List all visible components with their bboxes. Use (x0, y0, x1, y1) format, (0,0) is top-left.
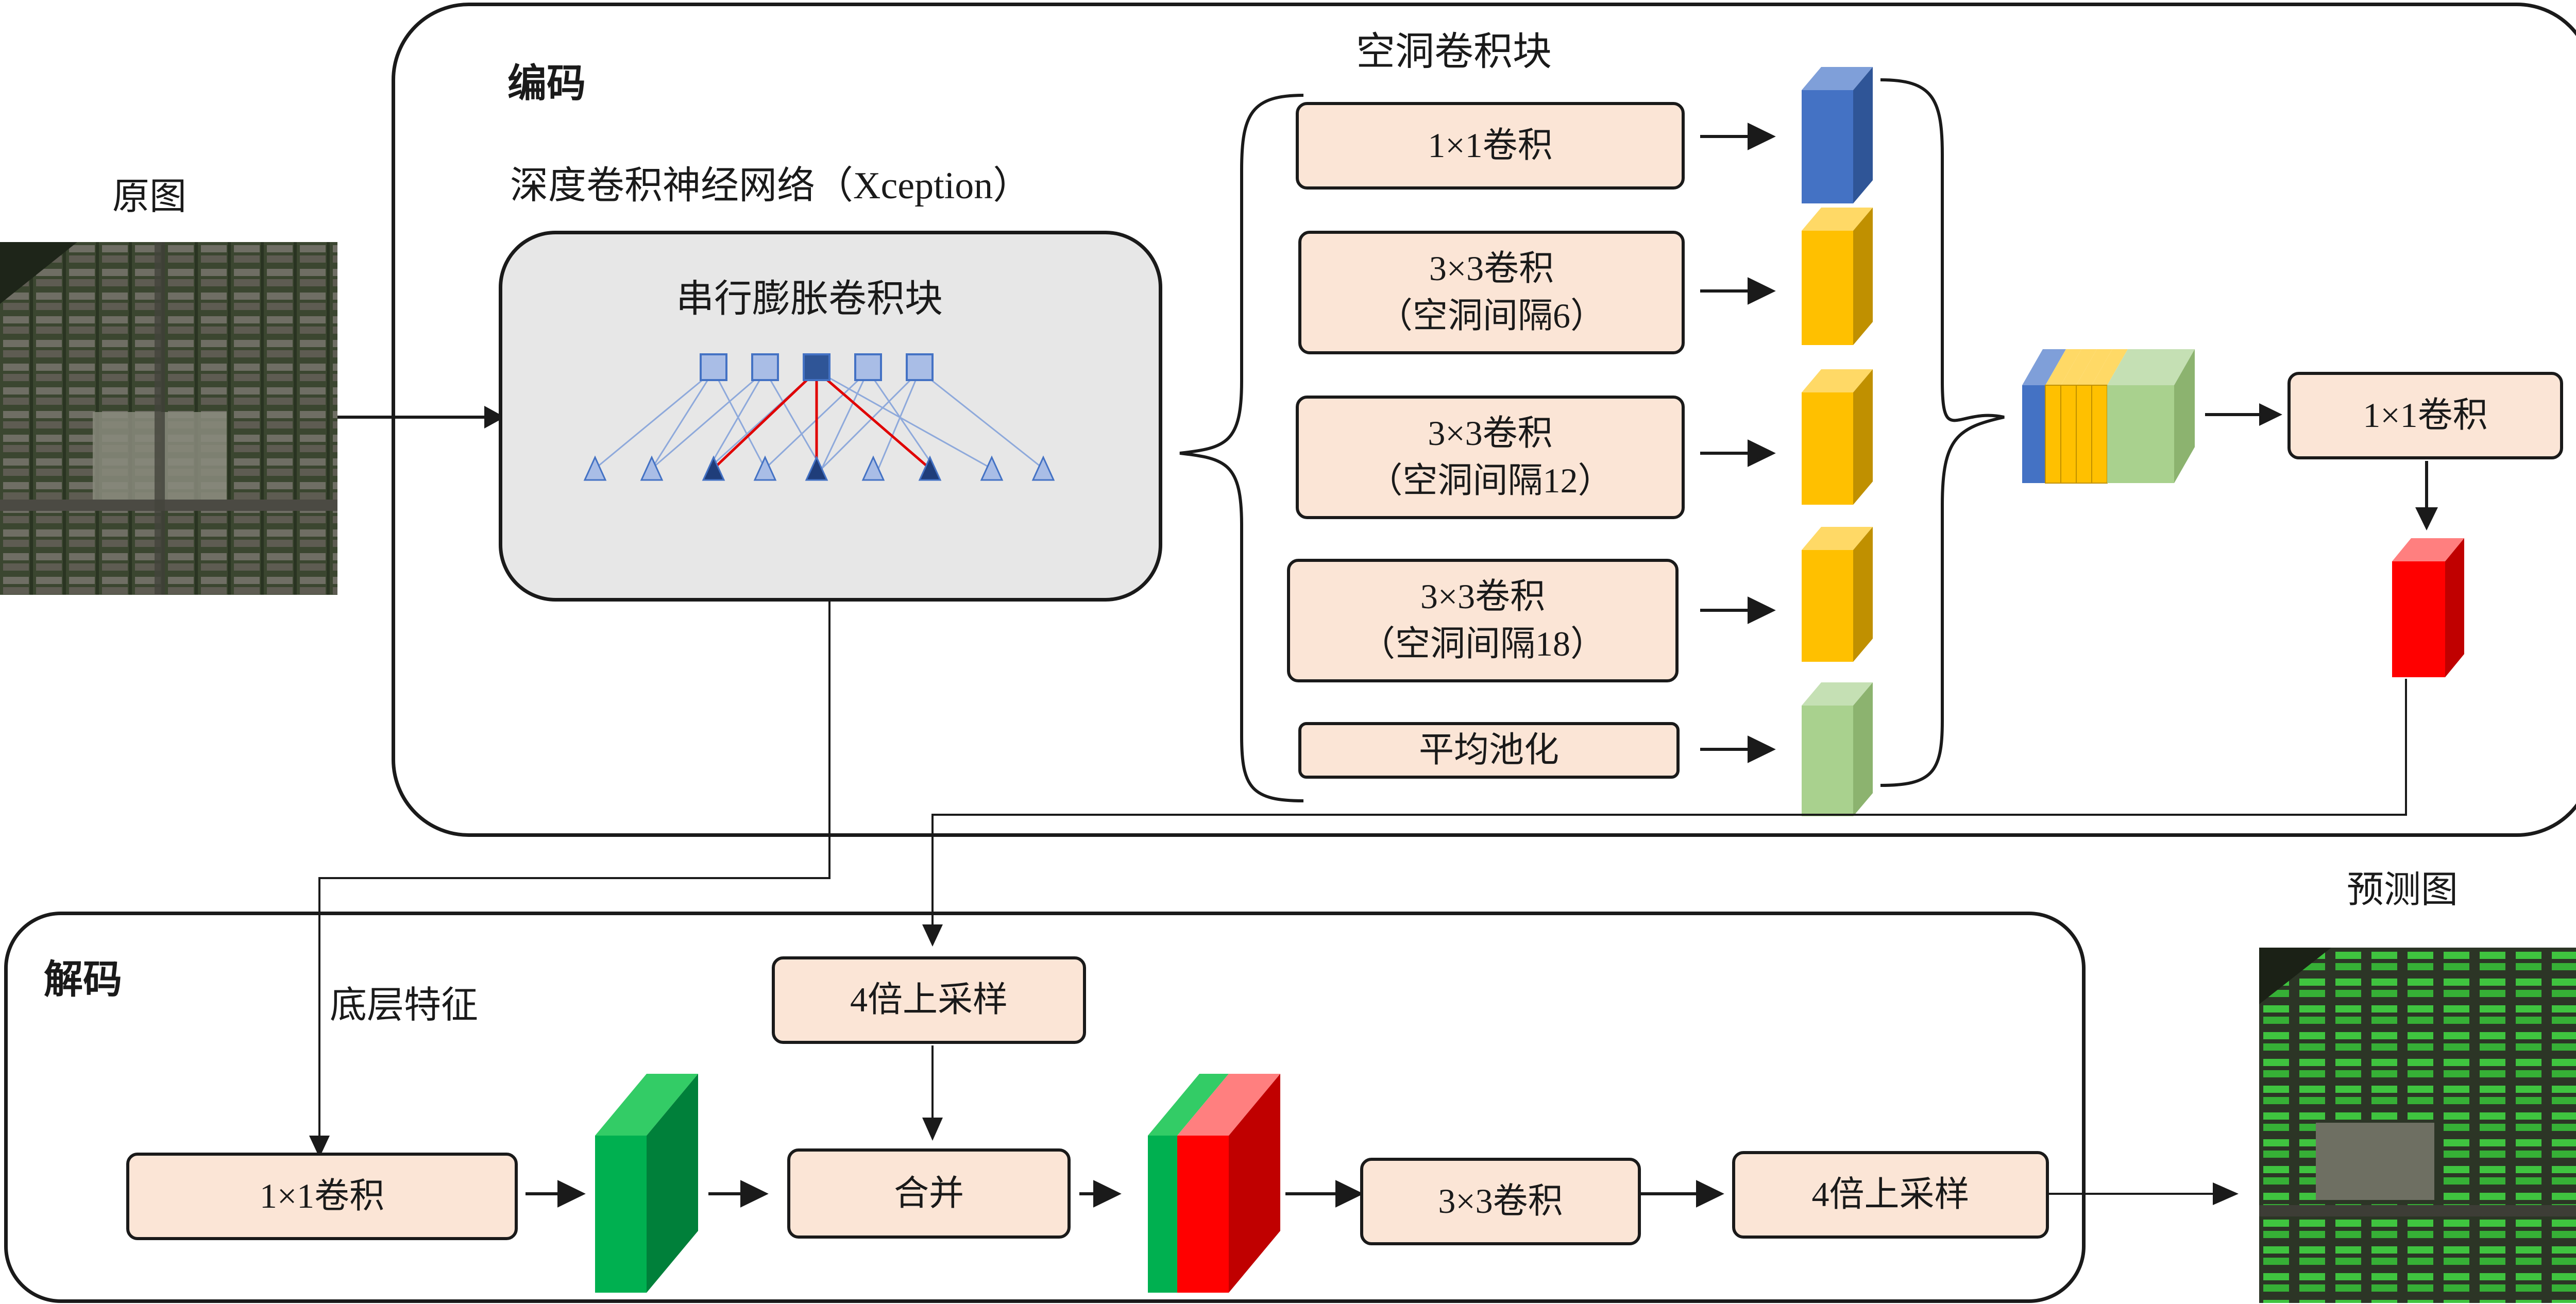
feature-blue-slab (1802, 67, 1873, 203)
concatenated-feature-stack (2022, 349, 2195, 484)
xception-box (499, 231, 1162, 602)
decoder-concat-label: 合并 (893, 1173, 964, 1213)
aspp-box-pool-line1: 平均池化 (1418, 730, 1559, 770)
encoder-conv-label: 1×1卷积 (2363, 396, 2488, 435)
decoder-upsample-label-1: 4倍上采样 (850, 980, 1008, 1020)
prediction-map-label: 预测图 (2347, 869, 2459, 911)
aspp-box-rate6: 3×3卷积 （空洞间隔6） (1298, 231, 1685, 354)
aspp-box-pool: 平均池化 (1298, 722, 1680, 779)
feature-yellow-slab-1 (1802, 208, 1873, 345)
feature-red-slab (2392, 538, 2464, 677)
aspp-box-rate6-line2: （空洞间隔6） (1377, 296, 1605, 335)
decoder-upsample-box-2: 4倍上采样 (1732, 1151, 2049, 1239)
aspp-box-1x1: 1×1卷积 (1296, 102, 1685, 190)
prediction-map-image (2259, 948, 2576, 1303)
decoder-label: 解码 (44, 958, 122, 1002)
aspp-box-rate12: 3×3卷积 （空洞间隔12） (1296, 396, 1685, 519)
dilated-conv-illustration (583, 353, 1055, 481)
decoder-upsample-label-2: 4倍上采样 (1811, 1175, 1970, 1214)
aspp-box-rate6-line1: 3×3卷积 (1429, 249, 1554, 288)
decoder-conv3x3-label: 3×3卷积 (1438, 1181, 1563, 1221)
decoder-conv1x1-label: 1×1卷积 (259, 1176, 385, 1216)
aspp-box-rate18: 3×3卷积 （空洞间隔18） (1287, 559, 1679, 682)
aspp-box-1x1-line1: 1×1卷积 (1428, 126, 1553, 165)
decoder-conv1x1-box: 1×1卷积 (126, 1153, 518, 1240)
feature-green-light-slab (1802, 682, 1873, 816)
encoder-conv-box: 1×1卷积 (2287, 372, 2563, 459)
decoder-conv3x3-box: 3×3卷积 (1360, 1158, 1641, 1245)
feature-yellow-slab-3 (1802, 527, 1873, 662)
aspp-left-brace (1179, 94, 1304, 802)
aspp-title: 空洞卷积块 (1356, 30, 1552, 74)
original-image (0, 242, 337, 595)
original-image-label: 原图 (112, 176, 187, 217)
feature-yellow-slab-2 (1802, 369, 1873, 505)
arrow-input (337, 406, 505, 428)
decoder-concat-box: 合并 (787, 1148, 1071, 1239)
aspp-box-rate12-line1: 3×3卷积 (1428, 414, 1553, 453)
encoder-label: 编码 (507, 62, 586, 106)
decoder-upsample-box-1: 4倍上采样 (772, 956, 1086, 1044)
backbone-label: 深度卷积神经网络（Xception） (510, 165, 1031, 207)
aspp-right-brace (1880, 78, 2005, 787)
aspp-box-rate18-line1: 3×3卷积 (1420, 577, 1546, 616)
aspp-box-rate12-line2: （空洞间隔12） (1367, 461, 1613, 500)
feature-green-dark-slab (595, 1074, 698, 1293)
serial-block-label: 串行膨胀卷积块 (676, 278, 943, 320)
feature-concat-slab (1148, 1074, 1280, 1293)
low-level-features-label: 底层特征 (330, 985, 479, 1026)
aspp-box-rate18-line2: （空洞间隔18） (1360, 624, 1605, 663)
